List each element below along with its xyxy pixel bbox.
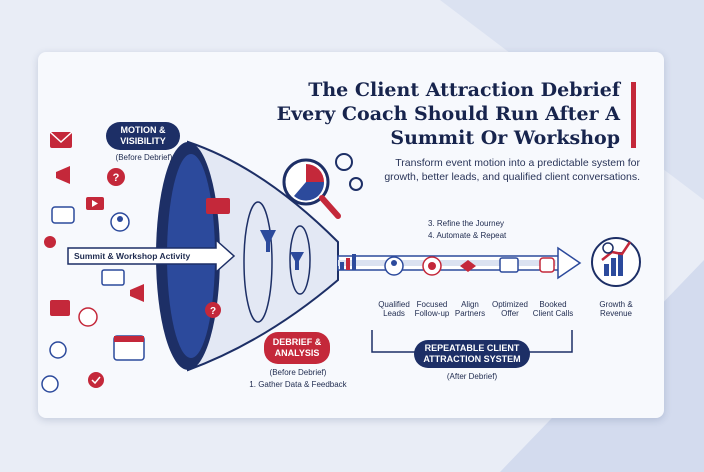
chat-icon-funnel [206,198,230,214]
svg-text:?: ? [113,172,120,184]
debrief-note: (Before Debrief) [269,368,327,377]
debrief-analysis-badge: DEBRIEF & ANALYSIS [264,332,330,364]
check-icon [88,372,104,388]
handshake-icon [460,260,476,272]
mail-icon-3 [50,300,70,316]
svg-text:?: ? [210,306,216,317]
outcome-optimized-offer: Optimized Offer [491,300,528,318]
chat-icon [51,206,75,224]
funnel-diagram: ? [41,131,641,393]
step-refine: 3. Refine the Journey [428,219,505,228]
chat-bubble-icon [49,341,67,359]
system-badge: REPEATABLE CLIENT ATTRACTION SYSTEM [414,340,530,368]
growth-icon [591,237,641,287]
step-automate: 4. Automate & Repeat [428,231,507,240]
outcome-align-partners: Align Partners [454,300,486,318]
alert-icon [44,236,56,248]
question-icon [107,168,125,186]
magnifier-icon [282,153,363,219]
outcome-icons [384,256,555,276]
step-gather: 1. Gather Data & Feedback [249,380,347,389]
outcome-qualified-leads: Qualified Leads [378,300,410,318]
system-note: (After Debrief) [446,372,498,381]
page-title: The Client Attraction Debrief Every Coac… [276,79,620,149]
question-icon-funnel [205,302,221,318]
gear-icon-2 [349,177,363,191]
filter-icon-2 [290,252,304,270]
user-icon-2 [78,307,98,327]
filter-icon [260,230,276,252]
megaphone-icon-2 [130,284,144,302]
offer-icon [499,257,519,273]
motion-note: (Before Debrief) [115,153,173,162]
gear-icon [335,153,353,171]
social-icons-cluster: ? [41,131,145,393]
question-icon-2 [41,375,59,393]
phone-icon [539,257,555,273]
title-accent-bar [631,82,636,148]
growth-label: Growth & Revenue [599,300,633,318]
outcome-booked-client-calls: Booked Client Calls [532,300,574,318]
outcome-focused-follow-up: Focused Follow-up [414,300,450,318]
motion-visibility-badge: MOTION & VISIBILITY [106,122,180,150]
activity-label: Summit & Workshop Activity [74,251,191,261]
megaphone-icon [56,166,70,184]
mail-icon-2 [101,269,125,286]
infographic-card: The Client Attraction Debrief Every Coac… [38,52,664,418]
activity-arrow [67,238,236,274]
funnel: ? [156,140,339,372]
page-subtitle: Transform event motion into a predictabl… [384,157,640,183]
